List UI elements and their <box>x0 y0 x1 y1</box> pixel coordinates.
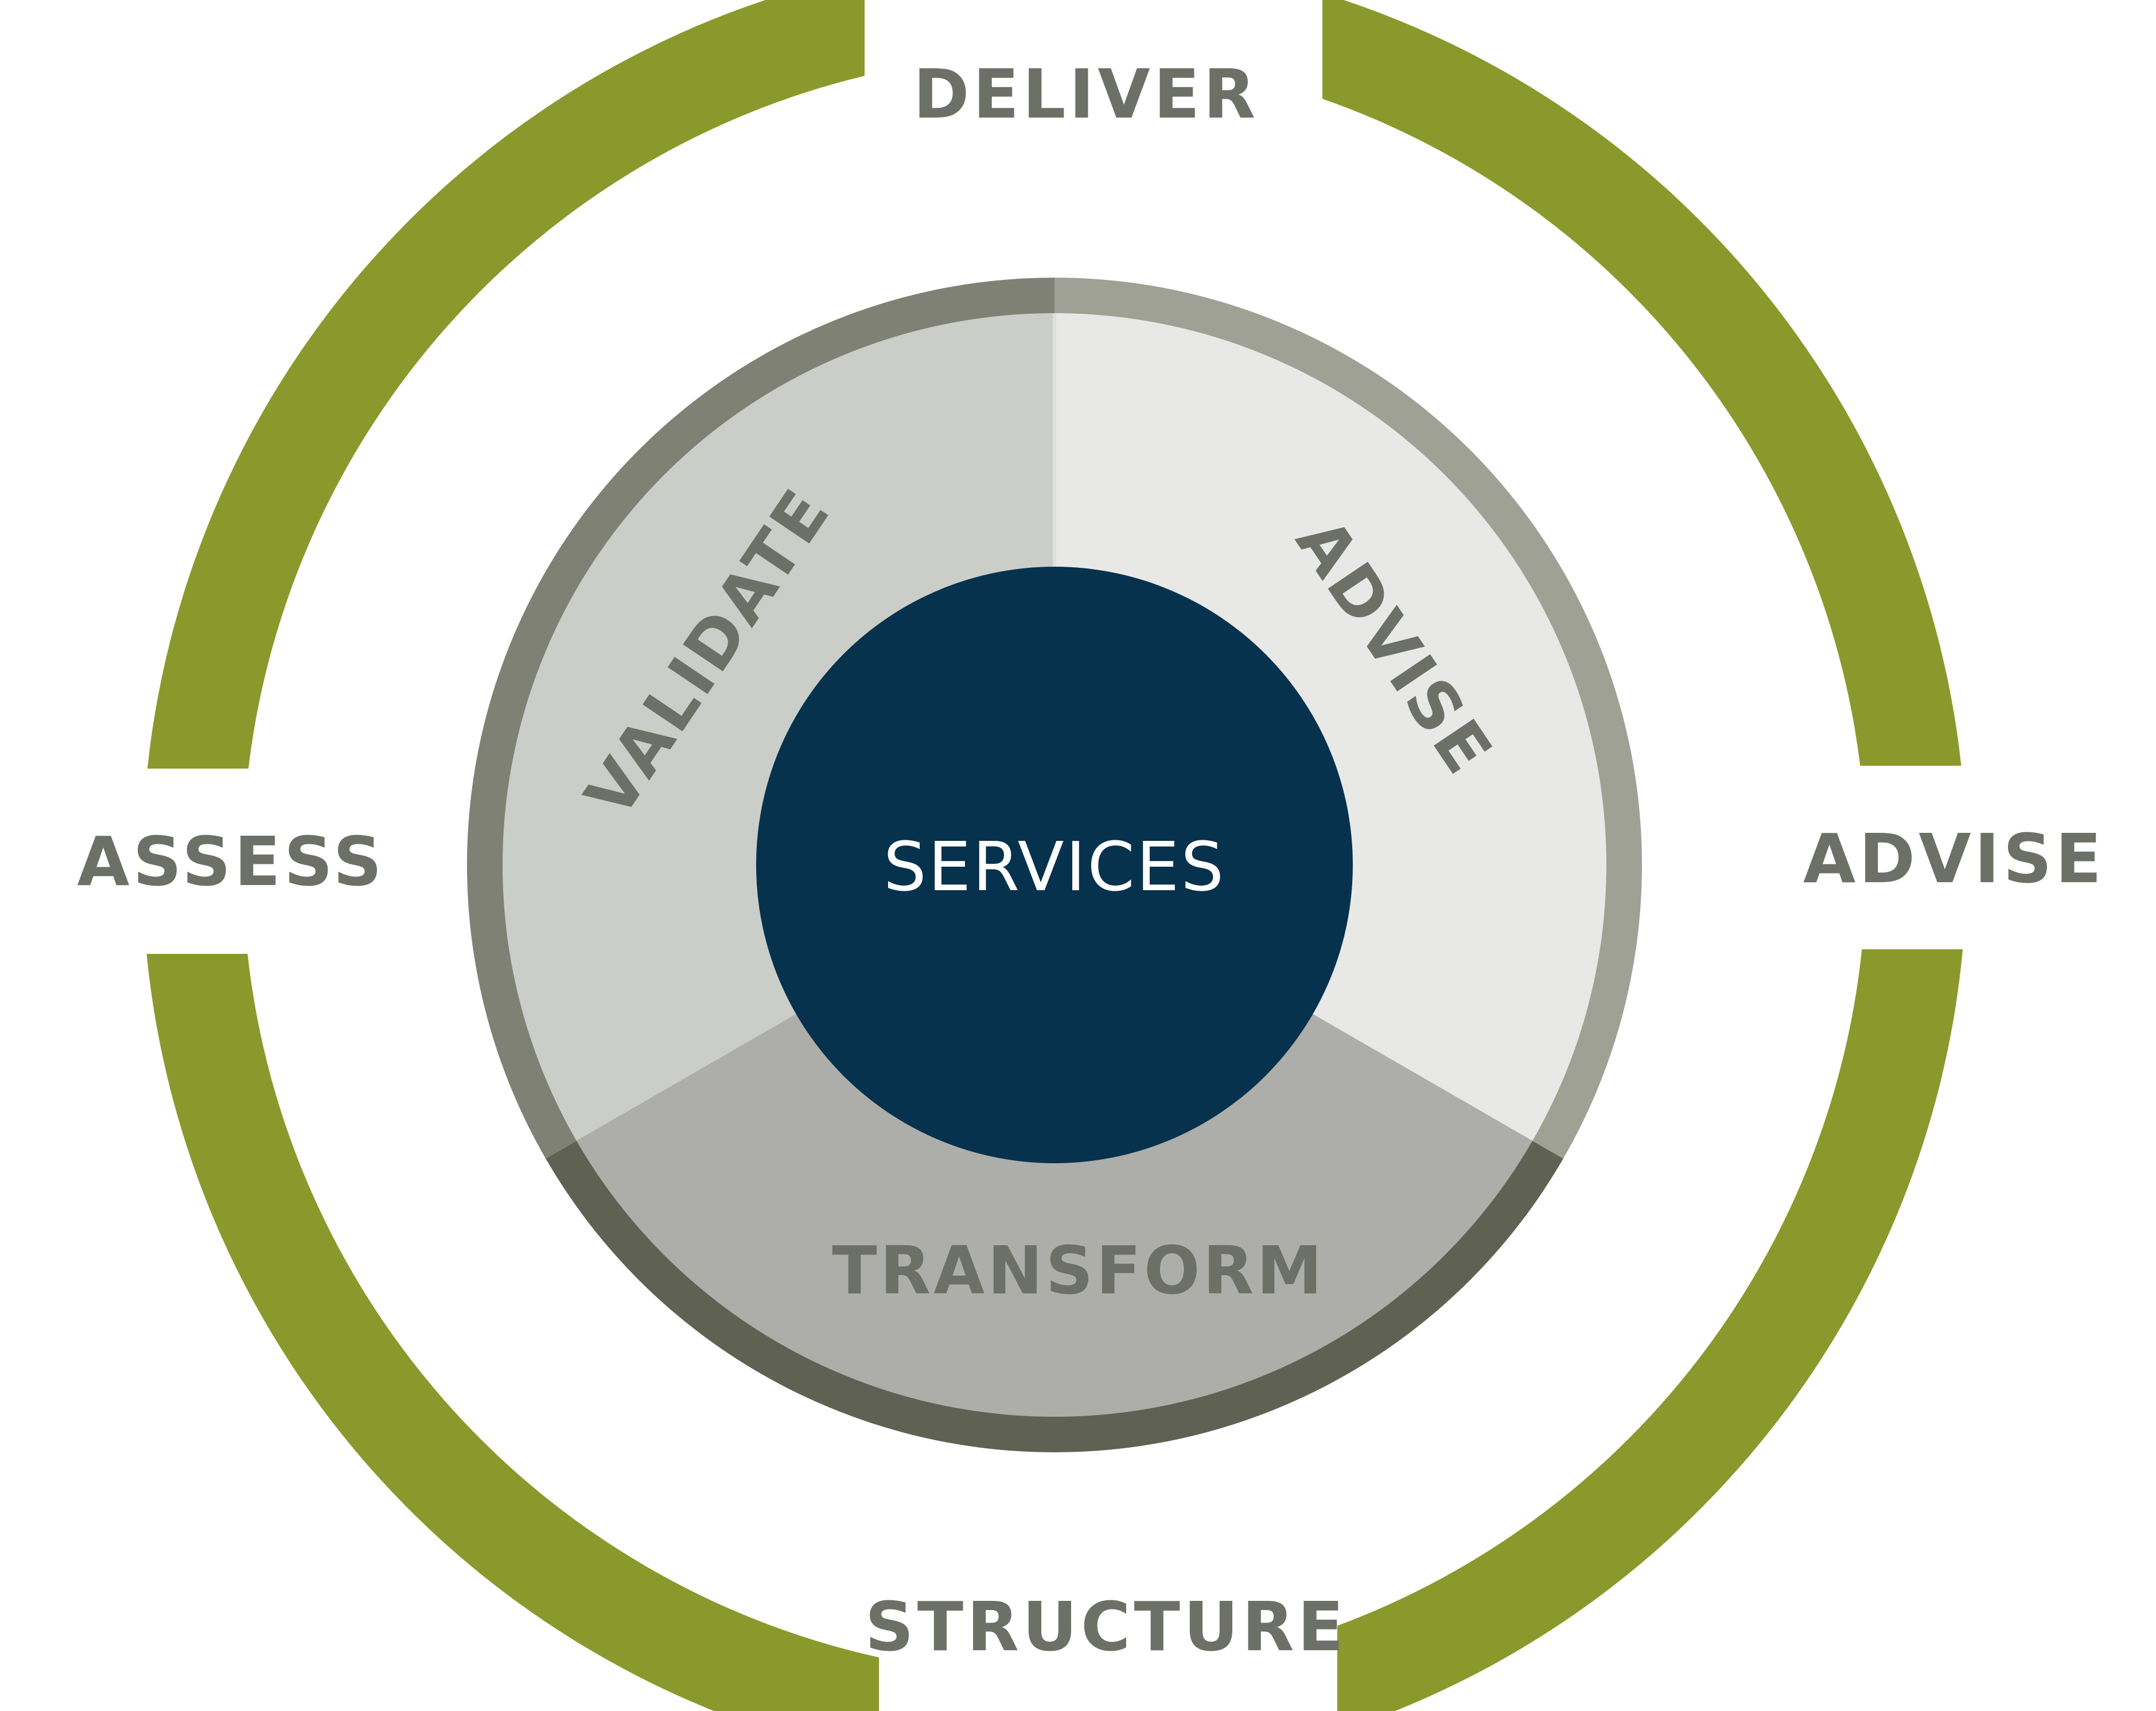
outer-label-structure: STRUCTURE <box>865 1587 1348 1666</box>
outer-ring-segment-top-right <box>1322 0 1962 766</box>
outer-ring-segment-bottom-left <box>146 954 879 1711</box>
center-circle <box>756 567 1353 1163</box>
outer-label-advise: ADVISE <box>1803 819 2105 898</box>
outer-label-deliver: DELIVER <box>913 54 1259 134</box>
segment-label-transform: TRANSFORM <box>832 1233 1325 1309</box>
center-label-services: SERVICES <box>884 827 1225 906</box>
outer-label-assess: ASSESS <box>77 822 385 901</box>
outer-ring <box>146 0 1963 1711</box>
outer-ring-segment-bottom-right <box>1337 949 1963 1711</box>
outer-ring-segment-top-left <box>147 0 865 769</box>
